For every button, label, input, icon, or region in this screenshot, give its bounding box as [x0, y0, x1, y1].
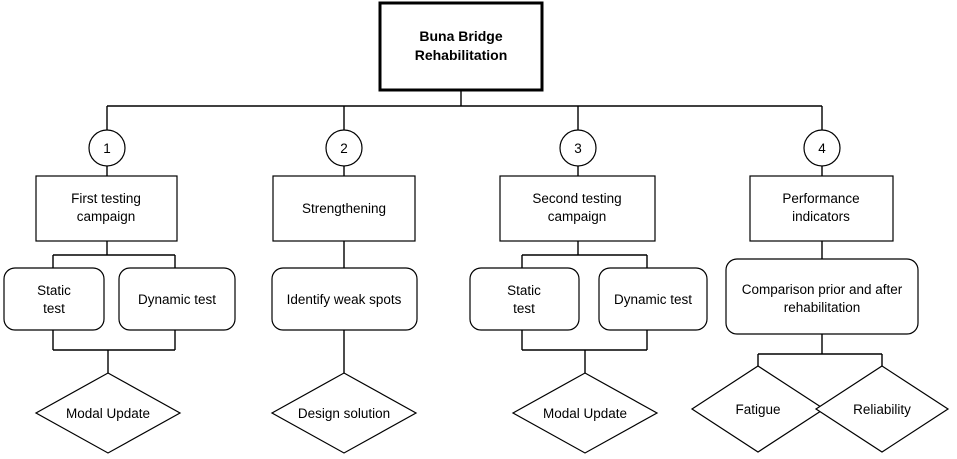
branch-1-modal-update-diamond: Modal Update — [34, 372, 182, 454]
branch-4-title-line1: Performance — [782, 191, 859, 206]
branch-3-title-box: Second testing campaign — [499, 175, 656, 242]
branch-3-diamond-label: Modal Update — [543, 406, 627, 421]
branch-2-diamond-label: Design solution — [298, 406, 390, 421]
branch-3-title-line2: campaign — [548, 209, 607, 224]
step-number-4: 4 — [818, 141, 826, 156]
branch-4-fatigue-diamond: Fatigue — [690, 365, 826, 453]
branch-1-diamond-label: Modal Update — [66, 406, 150, 421]
branch-4-comparison-line2: rehabilitation — [784, 300, 861, 315]
branch-3-static-line2: test — [513, 301, 535, 316]
root-box: Buna Bridge Rehabilitation — [378, 1, 544, 92]
step-number-3: 3 — [574, 141, 582, 156]
branch-3-dynamic-test-box: Dynamic test — [598, 267, 708, 331]
branch-2-design-solution-diamond: Design solution — [270, 372, 418, 454]
branch-3-title-line1: Second testing — [532, 191, 621, 206]
step-circle-2: 2 — [325, 129, 363, 167]
branch-4-reliability-label: Reliability — [853, 402, 911, 417]
branch-4-comparison-line1: Comparison prior and after — [742, 282, 903, 297]
branch-2-identify-box: Identify weak spots — [271, 267, 418, 331]
branch-4-comparison-box: Comparison prior and after rehabilitatio… — [725, 258, 919, 335]
branch-4-title-line2: indicators — [792, 209, 850, 224]
branch-3-static-test-box: Static test — [469, 267, 580, 331]
root-title-line1: Buna Bridge — [419, 28, 502, 44]
step-number-1: 1 — [103, 141, 111, 156]
branch-2-title-box: Strengthening — [272, 175, 416, 242]
step-circle-3: 3 — [559, 129, 597, 167]
branch-2-title-line1: Strengthening — [302, 201, 386, 216]
step-circle-4: 4 — [803, 129, 841, 167]
branch-1-dynamic-label: Dynamic test — [138, 292, 216, 307]
branch-4-fatigue-label: Fatigue — [735, 402, 780, 417]
branch-4-title-box: Performance indicators — [749, 175, 894, 242]
step-circle-1: 1 — [88, 129, 126, 167]
branch-3-static-line1: Static — [507, 283, 541, 298]
branch-1-title-line2: campaign — [77, 209, 136, 224]
branch-3-modal-update-diamond: Modal Update — [511, 372, 659, 454]
step-number-2: 2 — [340, 141, 348, 156]
branch-1-static-line1: Static — [37, 283, 71, 298]
connectors — [52, 90, 883, 373]
branch-3-dynamic-label: Dynamic test — [614, 292, 692, 307]
branch-4-reliability-diamond: Reliability — [814, 365, 950, 453]
branch-1-static-line2: test — [43, 301, 65, 316]
branch-1-static-test-box: Static test — [3, 267, 105, 331]
root-title-line2: Rehabilitation — [415, 47, 508, 63]
branch-1-title-box: First testing campaign — [35, 175, 178, 242]
branch-2-identify-label: Identify weak spots — [287, 292, 402, 307]
branch-1-dynamic-test-box: Dynamic test — [118, 267, 236, 331]
branch-1-title-line1: First testing — [71, 191, 141, 206]
